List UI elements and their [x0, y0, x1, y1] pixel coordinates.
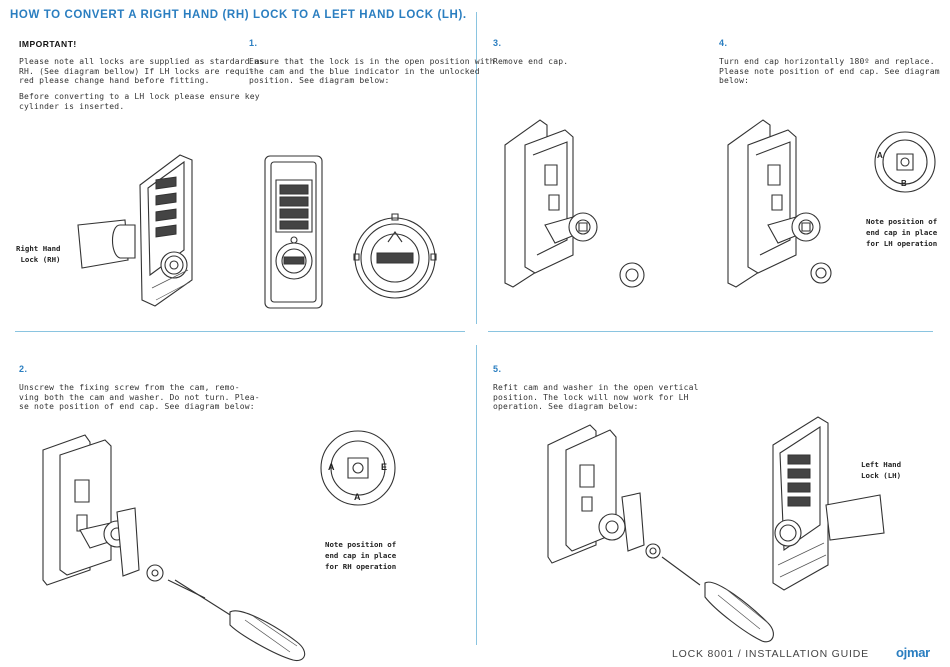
step4-housing-illustration [718, 115, 848, 290]
note-lh-operation: Note position of end cap in place for LH… [866, 217, 938, 248]
right-horizontal-divider [488, 331, 933, 332]
important-para2: Before converting to a LH lock please en… [19, 92, 260, 111]
cap-letter-e: E [381, 462, 387, 472]
rh-lock-label: Right Hand Lock (RH) [16, 244, 61, 264]
step3-number: 3. [493, 38, 502, 48]
step4-text: Turn end cap horizontally 180º and repla… [719, 57, 940, 86]
ojmar-logo: ojmar [896, 645, 930, 660]
step1-number: 1. [249, 38, 258, 48]
cap-letter-b-lh: B [901, 179, 907, 188]
end-cap-rh-detail: A E A [318, 428, 398, 508]
cap-letter-a-left: A [328, 462, 335, 472]
cap-letter-a-lh: A [877, 151, 883, 160]
dial-detail [350, 210, 440, 300]
page-title: HOW TO CONVERT A RIGHT HAND (RH) LOCK TO… [10, 9, 467, 21]
important-para1: Please note all locks are supplied as st… [19, 57, 265, 86]
footer-guide-title: LOCK 8001 / INSTALLATION GUIDE [672, 648, 869, 660]
step4-number: 4. [719, 38, 728, 48]
step5-number: 5. [493, 364, 502, 374]
cap-letter-a-bottom: A [354, 492, 361, 502]
lh-lock-illustration [768, 415, 898, 590]
step2-exploded-illustration [35, 430, 335, 665]
step2-number: 2. [19, 364, 28, 374]
step3-housing-illustration [495, 115, 655, 290]
important-heading: IMPORTANT! [19, 39, 77, 49]
top-vertical-divider [476, 12, 477, 324]
note-rh-operation: Note position of end cap in place for RH… [325, 540, 397, 571]
step2-text: Unscrew the fixing screw from the cam, r… [19, 383, 260, 412]
front-view-lock [264, 155, 324, 310]
step1-text: Ensure that the lock is in the open posi… [249, 57, 495, 86]
bottom-vertical-divider [476, 345, 477, 645]
step5-text: Refit cam and washer in the open vertica… [493, 383, 699, 412]
lh-lock-label: Left Hand Lock (LH) [861, 460, 902, 480]
end-cap-lh-detail: A B [871, 130, 941, 195]
rh-lock-illustration [70, 150, 200, 310]
step5-exploded-illustration [540, 405, 790, 650]
step3-text: Remove end cap. [493, 57, 569, 66]
left-horizontal-divider [15, 331, 465, 332]
